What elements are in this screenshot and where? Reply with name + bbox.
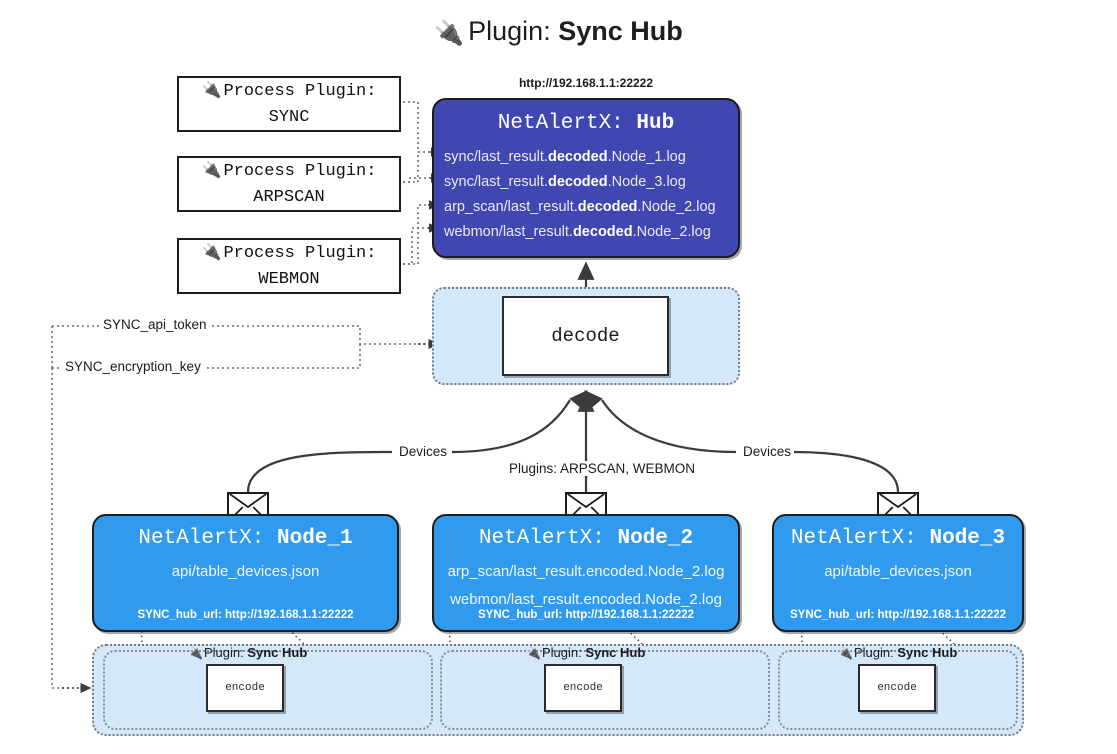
node-title: NetAlertX: Node_2 <box>478 527 694 550</box>
title-name: Sync Hub <box>558 16 683 46</box>
process-plugin-sync[interactable]: 🔌Process Plugin: SYNC <box>177 76 401 132</box>
process-plugin-name: SYNC <box>268 108 310 127</box>
plug-icon: 🔌 <box>201 80 222 99</box>
node-lines: arp_scan/last_result.encoded.Node_2.log … <box>434 558 738 614</box>
node-2[interactable]: NetAlertX: Node_2 arp_scan/last_result.e… <box>432 514 740 632</box>
hub-title: NetAlertX: Hub <box>434 112 738 135</box>
edge-label-devices-right: Devices <box>740 444 795 459</box>
node-footer: SYNC_hub_url: http://192.168.1.1:22222 <box>789 609 1007 621</box>
hub-title-name: Hub <box>636 112 675 135</box>
plug-icon: 🔌 <box>838 646 853 660</box>
plug-icon: 🔌 <box>201 160 222 179</box>
encoder-group-1 <box>103 650 433 730</box>
hub-log-list: sync/last_result.decoded.Node_1.log sync… <box>434 145 738 245</box>
hub-log-line: webmon/last_result.decoded.Node_2.log <box>444 224 711 240</box>
node-footer: SYNC_hub_url: http://192.168.1.1:22222 <box>137 609 354 621</box>
process-plugin-webmon[interactable]: 🔌Process Plugin: WEBMON <box>177 238 401 294</box>
plug-icon: 🔌 <box>434 20 465 47</box>
node-title: NetAlertX: Node_1 <box>138 527 353 550</box>
node-1[interactable]: NetAlertX: Node_1 api/table_devices.json… <box>92 514 399 632</box>
page-title: 🔌Plugin: Sync Hub <box>0 16 1117 48</box>
node-line: webmon/last_result.encoded.Node_2.log <box>450 591 722 608</box>
edge-label-plugins-center: Plugins: ARPSCAN, WEBMON <box>506 461 699 476</box>
edge-label-sync-api-token: SYNC_api_token <box>100 317 210 332</box>
hub-node[interactable]: NetAlertX: Hub sync/last_result.decoded.… <box>432 98 740 258</box>
encoder-label-3: 🔌Plugin: Sync Hub <box>838 645 958 660</box>
node-line: api/table_devices.json <box>171 563 320 580</box>
edge-label-devices-left: Devices <box>396 444 451 459</box>
encoder-label-1: 🔌Plugin: Sync Hub <box>188 645 308 660</box>
encode-box-3[interactable]: encode <box>858 664 936 712</box>
process-plugin-name: ARPSCAN <box>253 188 325 207</box>
hub-url-label: http://192.168.1.1:22222 <box>518 76 654 90</box>
node-lines: api/table_devices.json <box>94 558 397 586</box>
process-plugin-label: Process Plugin: <box>223 162 377 181</box>
encode-box-2[interactable]: encode <box>544 664 622 712</box>
hub-log-line: arp_scan/last_result.decoded.Node_2.log <box>444 199 716 215</box>
plug-icon: 🔌 <box>526 646 541 660</box>
encoder-group-3 <box>778 650 1018 730</box>
encoder-group-2 <box>440 650 770 730</box>
hub-log-line: sync/last_result.decoded.Node_3.log <box>444 174 686 190</box>
hub-title-prefix: NetAlertX: <box>497 112 624 135</box>
node-lines: api/table_devices.json <box>774 558 1022 586</box>
process-plugin-arpscan[interactable]: 🔌Process Plugin: ARPSCAN <box>177 156 401 212</box>
edge-label-sync-encryption-key: SYNC_encryption_key <box>62 359 204 374</box>
plug-icon: 🔌 <box>188 646 203 660</box>
node-line: arp_scan/last_result.encoded.Node_2.log <box>447 563 725 580</box>
node-3[interactable]: NetAlertX: Node_3 api/table_devices.json… <box>772 514 1024 632</box>
decode-box[interactable]: decode <box>502 296 669 376</box>
node-footer: SYNC_hub_url: http://192.168.1.1:22222 <box>477 609 695 621</box>
node-title: NetAlertX: Node_3 <box>790 527 1006 550</box>
process-plugin-name: WEBMON <box>258 270 320 289</box>
plug-icon: 🔌 <box>201 242 222 261</box>
process-plugin-label: Process Plugin: <box>223 244 377 263</box>
node-line: api/table_devices.json <box>824 563 972 580</box>
process-plugin-label: Process Plugin: <box>223 82 377 101</box>
hub-log-line: sync/last_result.decoded.Node_1.log <box>444 149 686 165</box>
title-prefix: Plugin: <box>468 16 551 46</box>
encoder-label-2: 🔌Plugin: Sync Hub <box>526 645 646 660</box>
encode-box-1[interactable]: encode <box>206 664 284 712</box>
